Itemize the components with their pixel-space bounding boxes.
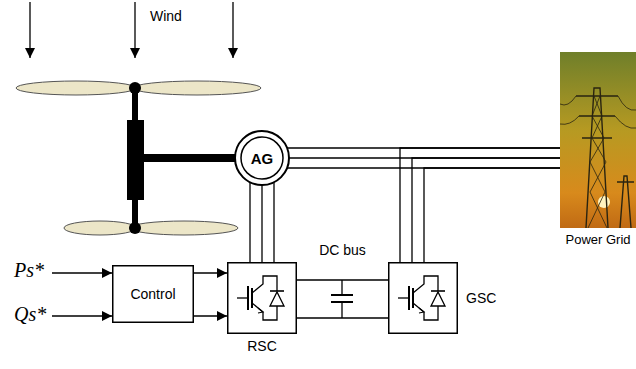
wire-line: [249, 182, 250, 262]
turbine-rotor: [16, 81, 261, 235]
wire-line: [297, 279, 388, 280]
pylon-silhouette: [560, 88, 636, 228]
igbt-symbol: [237, 276, 284, 320]
wire-line: [424, 168, 560, 262]
signal-name: Ps*: [14, 259, 44, 282]
power-grid-image-outline: [560, 52, 636, 228]
text-holder: AG: [234, 130, 290, 186]
wire-connector: [250, 182, 274, 262]
dc-capacitor: [331, 280, 353, 318]
wire-line: [194, 272, 227, 273]
igbt-symbol: [398, 276, 445, 320]
wire-line: [273, 182, 274, 262]
converter-box: RSC: [227, 262, 297, 334]
generator-circle: AG: [234, 130, 290, 186]
converter-box-outline: [388, 262, 458, 334]
wire-line: [400, 148, 560, 262]
drive-shaft: [143, 154, 237, 162]
wire-line: [297, 317, 388, 318]
power-grid-image: Power Grid: [560, 52, 636, 228]
part-name: RSC: [247, 338, 277, 354]
converter-box: GSC: [388, 262, 458, 334]
signal-name: Qs*: [14, 303, 46, 326]
wire-line: [261, 185, 262, 262]
wind-label: Wind: [150, 8, 182, 24]
wire-connector: [194, 273, 227, 316]
wire-connector: [297, 280, 388, 318]
bus-label: DC bus: [317, 242, 368, 258]
wire-connector: [400, 148, 560, 262]
wire-line: [194, 315, 227, 316]
text-holder: Control: [112, 265, 194, 323]
wire-line: [412, 158, 560, 262]
part-name: Power Grid: [565, 232, 630, 247]
control-box: Control: [112, 265, 194, 323]
node-label: AG: [251, 150, 274, 167]
node-label: Control: [130, 286, 175, 302]
wind-arrows: [30, 2, 233, 58]
reference-arrows: [52, 273, 112, 316]
converter-box-outline: [227, 262, 297, 334]
part-name: GSC: [466, 290, 496, 306]
